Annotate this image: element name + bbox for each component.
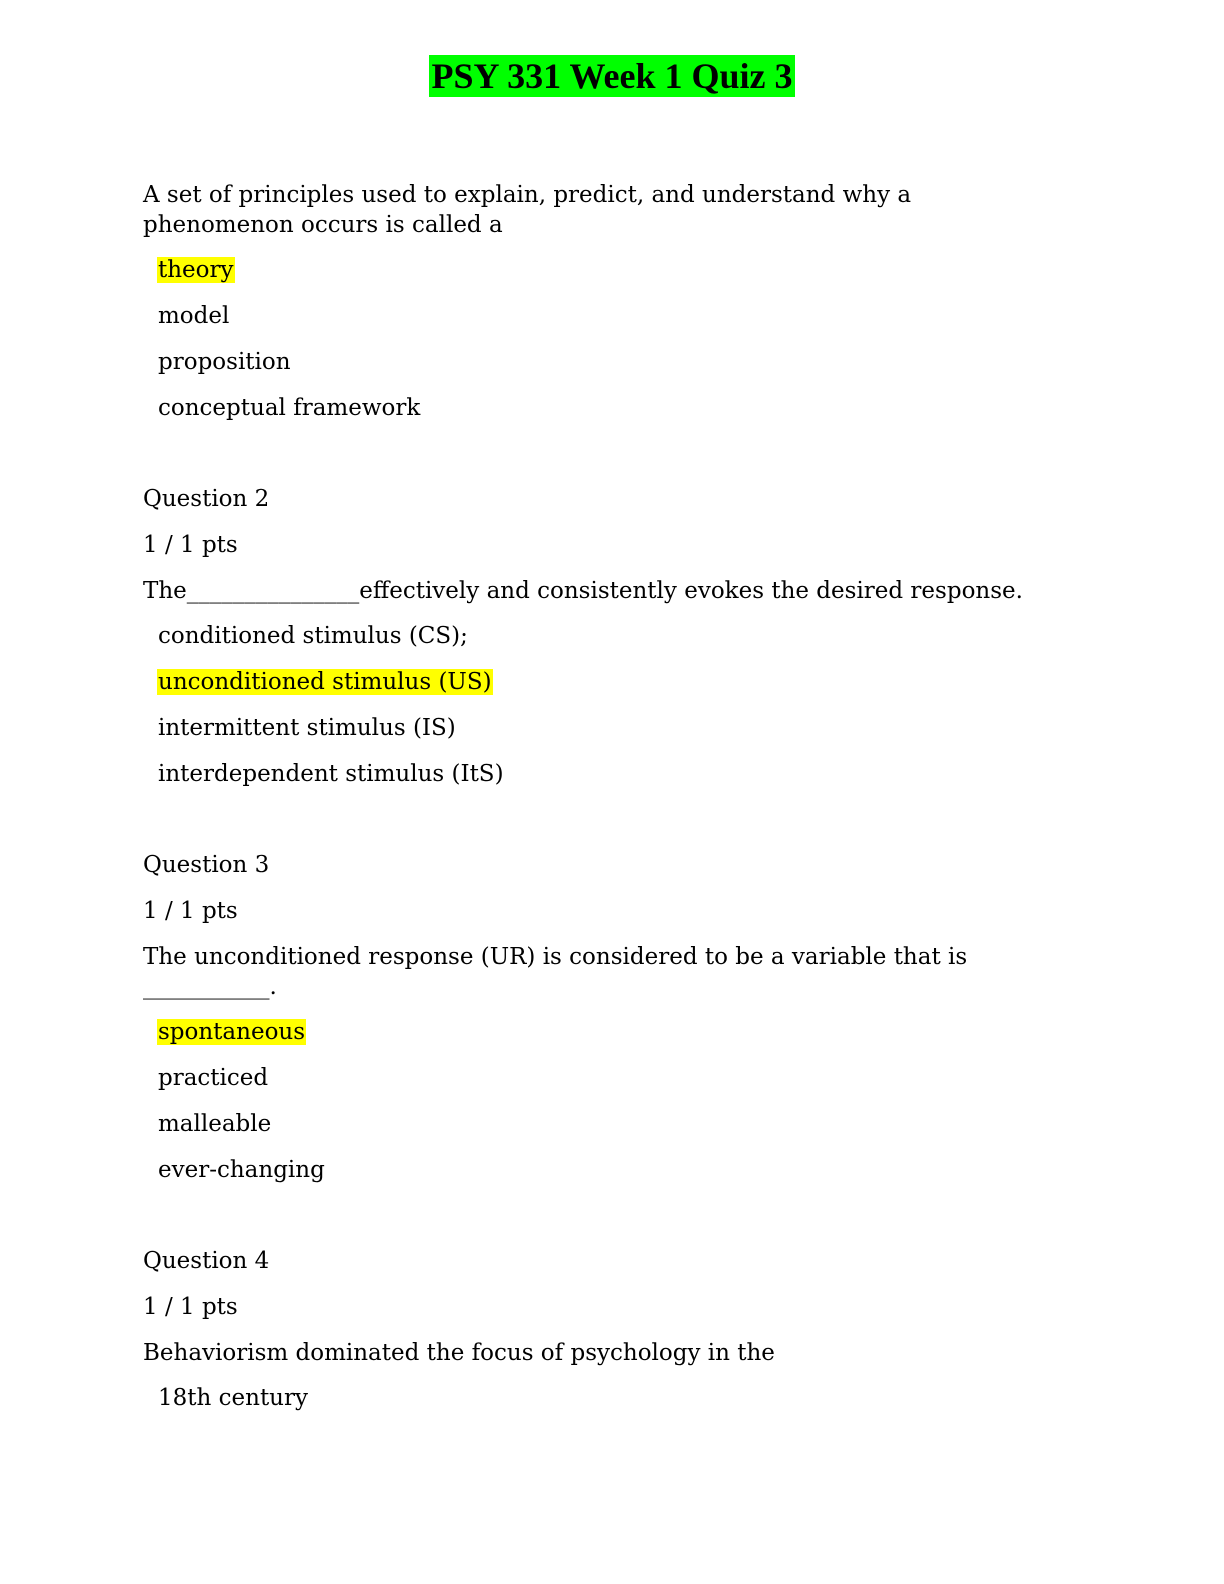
question-heading: Question 3 xyxy=(143,852,270,878)
question-points: 1 / 1 pts xyxy=(143,898,238,924)
question-block-3: Question 3 1 / 1 pts The unconditioned r… xyxy=(143,850,1023,1246)
answer-option: malleable xyxy=(158,1111,272,1137)
answer-option: conceptual framework xyxy=(158,395,421,421)
question-block-2: Question 2 1 / 1 pts The_______________e… xyxy=(143,484,1023,850)
question-prompt: A set of principles used to explain, pre… xyxy=(143,182,912,238)
question-heading: Question 4 xyxy=(143,1248,270,1274)
question-prompt: The unconditioned response (UR) is consi… xyxy=(143,944,968,1000)
answer-list: theory model proposition conceptual fram… xyxy=(143,255,1023,423)
answer-option: proposition xyxy=(158,349,291,375)
answer-list: 18th century xyxy=(143,1383,1023,1413)
answer-option: theory xyxy=(157,257,235,283)
title-wrap: PSY 331 Week 1 Quiz 3 xyxy=(0,55,1224,97)
answer-option: 18th century xyxy=(158,1385,308,1411)
question-points: 1 / 1 pts xyxy=(143,532,238,558)
question-points: 1 / 1 pts xyxy=(143,1294,238,1320)
answer-list: conditioned stimulus (CS); unconditioned… xyxy=(143,621,1023,789)
question-heading: Question 2 xyxy=(143,486,270,512)
answer-option: interdependent stimulus (ItS) xyxy=(158,761,504,787)
answer-list: spontaneous practiced malleable ever-cha… xyxy=(143,1017,1023,1185)
answer-option: intermittent stimulus (IS) xyxy=(158,715,456,741)
answer-option: spontaneous xyxy=(157,1019,307,1045)
answer-option: practiced xyxy=(158,1065,269,1091)
question-prompt: The_______________effectively and consis… xyxy=(143,578,1023,604)
question-block-1: A set of principles used to explain, pre… xyxy=(143,180,1023,484)
answer-option: model xyxy=(158,303,230,329)
answer-option: ever-changing xyxy=(158,1157,325,1183)
page-title: PSY 331 Week 1 Quiz 3 xyxy=(429,55,795,97)
answer-option: conditioned stimulus (CS); xyxy=(158,623,468,649)
question-prompt: Behaviorism dominated the focus of psych… xyxy=(143,1340,775,1366)
quiz-content: A set of principles used to explain, pre… xyxy=(143,180,1023,1429)
answer-option: unconditioned stimulus (US) xyxy=(157,669,493,695)
question-block-4: Question 4 1 / 1 pts Behaviorism dominat… xyxy=(143,1246,1023,1413)
